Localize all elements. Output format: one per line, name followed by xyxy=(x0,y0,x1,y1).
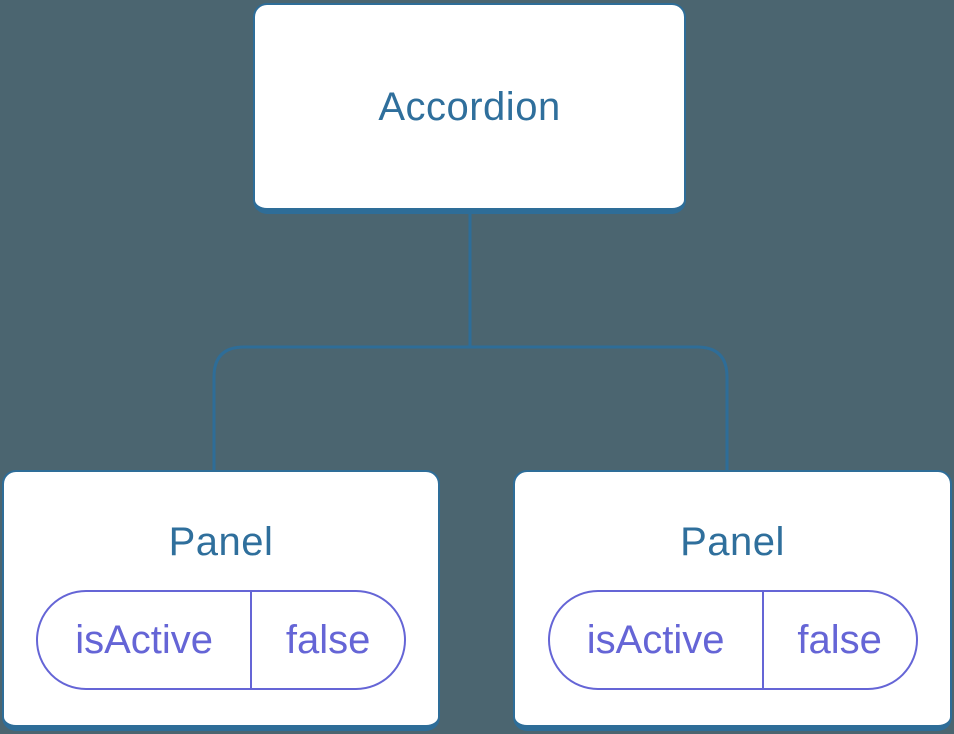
node-panel-1: Panel isActive false xyxy=(2,470,440,731)
state-pill-2: isActive false xyxy=(547,590,918,690)
state-pill-1: isActive false xyxy=(36,590,406,690)
node-panel-1-label: Panel xyxy=(168,520,274,564)
state-key: isActive xyxy=(38,592,253,688)
state-key: isActive xyxy=(550,592,764,688)
node-panel-2: Panel isActive false xyxy=(513,470,952,731)
connector-children-bracket xyxy=(212,345,729,471)
node-panel-2-label: Panel xyxy=(680,520,785,564)
state-value: false xyxy=(797,618,882,662)
node-accordion: Accordion xyxy=(253,3,686,214)
node-accordion-label: Accordion xyxy=(378,84,561,129)
state-value: false xyxy=(285,618,371,662)
